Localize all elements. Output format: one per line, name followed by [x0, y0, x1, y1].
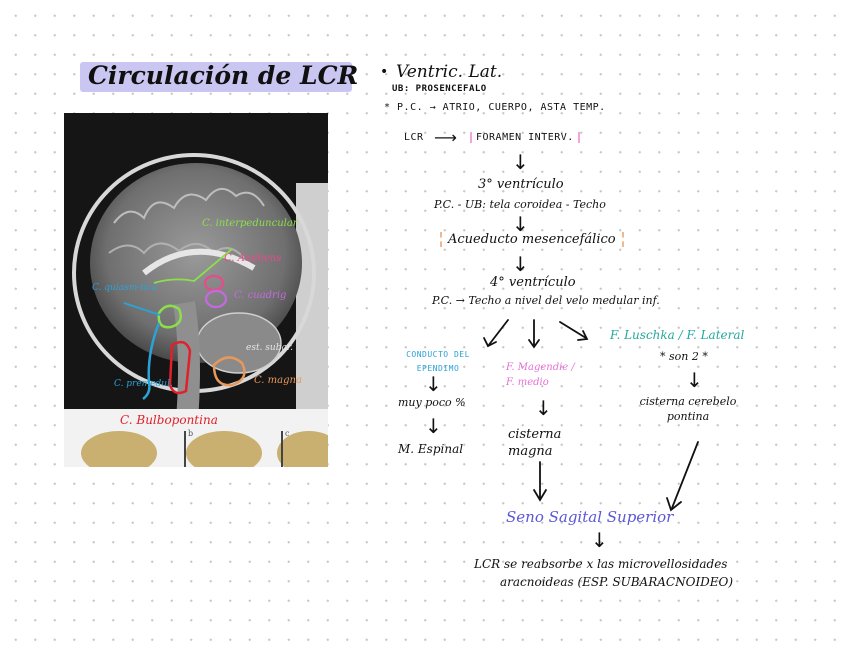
- pc-line: * P.C. → ATRIO, CUERPO, ASTA TEMP.: [384, 102, 606, 113]
- page-title: Circulación de LCR: [88, 61, 359, 90]
- label-premedular: C. premedul.: [114, 379, 173, 389]
- seno-sagital: Seno Sagital Superior: [506, 508, 674, 526]
- final-line-2: aracnoideas (ESP. SUBARACNOIDEO): [500, 575, 734, 589]
- son-2: * son 2 *: [660, 350, 708, 363]
- arrow-ponto-to-seno: [671, 441, 699, 509]
- final-line-1: LCR se reabsorbe x las microvellosidades: [474, 557, 728, 571]
- arrow-down-magendie: ↓: [535, 396, 552, 420]
- cisterna-ponto: cisterna cerebelo pontina: [639, 395, 737, 423]
- label-bulbopontina: C. Bulbopontina: [120, 413, 218, 427]
- heading-ventric-lat: Ventric. Lat.: [396, 62, 503, 82]
- cuadrig-outline: [204, 289, 228, 309]
- label-interpeduncular: C. interpeduncular: [202, 218, 298, 229]
- f-magendie: F. Magendie / F. medio: [506, 362, 575, 388]
- label-quiasm: C. quiasm-tica: [92, 283, 158, 293]
- f-luschka: F. Luschka / F. Lateral: [610, 328, 745, 342]
- arrow-branch-left: [487, 319, 509, 347]
- arrow-down-1: ↓: [512, 150, 529, 174]
- label-ambiens: C. Ambiens: [224, 253, 282, 264]
- arrow-down-2: ↓: [512, 212, 529, 236]
- third-ventricle: 3° ventrículo: [478, 177, 564, 192]
- muy-poco: muy poco %: [398, 396, 466, 409]
- corpus-callosum: [142, 248, 256, 276]
- thumb-b: [186, 431, 262, 467]
- premedular-outline: [142, 322, 161, 400]
- medula-espinal: M. Espinal: [398, 442, 464, 456]
- bullet: •: [380, 64, 389, 80]
- acueducto: Acueducto mesencefálico: [440, 232, 624, 247]
- arrow-down-luschka: ↓: [686, 368, 703, 392]
- arrow-down-3: ↓: [512, 252, 529, 276]
- magna-outline: [212, 356, 246, 387]
- branch-arrows: [483, 319, 699, 512]
- third-pc: P.C. - UB: tela coroidea - Techo: [434, 198, 606, 211]
- fourth-pc: P.C. → Techo a nivel del velo medular in…: [432, 294, 660, 307]
- label-panel-c: c: [285, 429, 290, 438]
- arrow-down-medula: ↓: [425, 414, 442, 438]
- fourth-ventricle: 4° ventrículo: [490, 275, 576, 290]
- arrow-branch-right: [559, 321, 587, 339]
- brain-shape: [90, 163, 302, 363]
- foramen-label: FORAMEN INTERV.: [470, 132, 580, 143]
- label-est-subar: est. subar.: [246, 343, 293, 353]
- arrow-right-lcr: ⟶: [434, 128, 457, 147]
- title-highlight: [80, 62, 352, 92]
- conducto-ependimo: CONDUCTO DEL EPENDIMO: [406, 350, 470, 373]
- label-magna: C. magna: [254, 375, 302, 386]
- label-cuadrig: C. cuadrig: [234, 290, 287, 301]
- cisterna-magna: cisterna magna: [508, 427, 562, 459]
- ambiens-outline: [203, 274, 225, 292]
- mri-drawing: [64, 113, 328, 467]
- arrow-down-seno: ↓: [591, 528, 608, 552]
- ub-line: UB: PROSENCEFALO: [392, 84, 487, 94]
- arrow-down-canal: ↓: [425, 372, 442, 396]
- thumb-c: [277, 431, 328, 467]
- bulbopontina-outline: [168, 340, 192, 395]
- label-panel-b: b: [188, 429, 194, 438]
- interpeduncular-outline: [157, 304, 182, 329]
- thumb-a: [81, 431, 157, 467]
- lcr-label: LCR: [404, 132, 424, 143]
- mri-image: C. interpeduncular C. Ambiens C. cuadrig…: [64, 113, 328, 467]
